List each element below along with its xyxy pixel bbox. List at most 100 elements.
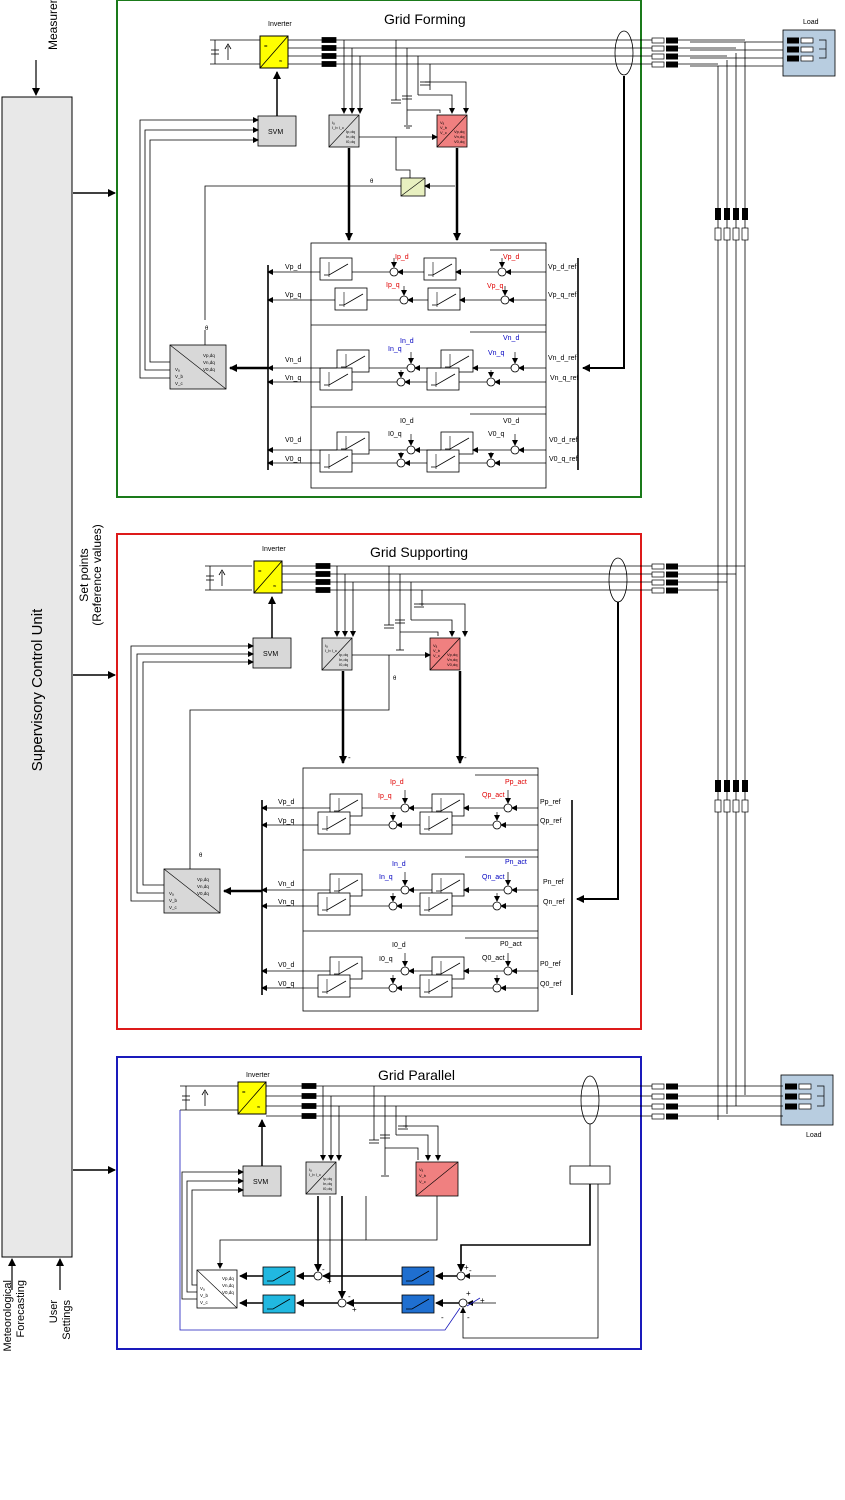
svg-text:Vp_q: Vp_q [278, 818, 294, 825]
svg-text:Vn_q_ref: Vn_q_ref [550, 375, 578, 382]
grid-supporting-panel: Grid Supporting Inverter [116, 533, 745, 1030]
svg-text:V_c: V_c [419, 1179, 426, 1184]
svg-text:P0_ref: P0_ref [540, 961, 561, 968]
svg-text:V0_d: V0_d [278, 962, 294, 969]
svg-text:Pn_act: Pn_act [505, 859, 527, 866]
svg-text:Vn_q: Vn_q [278, 899, 294, 906]
svg-text:V0_d: V0_d [503, 418, 519, 425]
current-sensor-forming [614, 30, 634, 76]
svg-text:SVM: SVM [253, 1179, 268, 1186]
svg-text:SVM: SVM [268, 129, 283, 136]
power-calc-supporting [429, 637, 461, 671]
svg-text:θ: θ [370, 179, 374, 185]
svg-text:V_c: V_c [200, 1300, 209, 1305]
load-bottom: Load [718, 1074, 834, 1139]
svg-text:V0,dq: V0,dq [222, 1290, 234, 1295]
ctrl-blue-2 [401, 1294, 435, 1314]
svg-text:-: - [348, 753, 351, 762]
svg-text:(Reference values): (Reference values) [90, 524, 104, 625]
ctrl-cyan-1 [262, 1266, 296, 1286]
svg-text:Vp_q_ref: Vp_q_ref [548, 292, 576, 299]
svg-text:+: + [466, 1289, 471, 1298]
svg-text:-: - [464, 753, 467, 762]
inverse-transform-parallel: Vp,dq Vn,dq V0,dq Vₐ V_b V_c [196, 1269, 238, 1309]
bus-breakers-middle [714, 780, 749, 813]
svm-supporting: SVM [252, 637, 292, 669]
svg-text:Vn_d_ref: Vn_d_ref [548, 355, 576, 362]
svg-text:-: - [441, 1313, 444, 1322]
forming-measure-taps [341, 40, 469, 129]
svg-text:Vp_q: Vp_q [487, 283, 503, 290]
svg-text:Vn_d: Vn_d [278, 881, 294, 888]
svg-text:V0_d: V0_d [285, 437, 301, 444]
svg-text:V0_q: V0_q [285, 456, 301, 463]
grid-forming-title: Grid Forming [384, 11, 466, 27]
current-transform-parallel [305, 1161, 337, 1195]
svg-text:Vₐ: Vₐ [419, 1167, 424, 1172]
svg-text:θ: θ [199, 853, 203, 859]
svg-text:V_b: V_b [200, 1293, 209, 1298]
parallel-signs: + - + + - - - + - + [322, 1263, 485, 1322]
ctrl-cyan-2 [262, 1294, 296, 1314]
svg-text:Inverter: Inverter [268, 21, 292, 28]
power-measure-parallel [569, 1165, 611, 1185]
svm-parallel: SVM [242, 1165, 282, 1197]
forming-labels: Vp_d Vp_q Vn_d Vn_q V0_d V0_q Vp_d_ref V… [285, 254, 578, 463]
svg-text:I0_d: I0_d [400, 418, 414, 425]
supporting-labels: Vp_d Vp_q Vn_d Vn_q V0_d V0_q Pp_ref Qp_… [278, 779, 564, 988]
svg-text:Vp,dq: Vp,dq [222, 1276, 234, 1281]
svg-text:Vₐ: Vₐ [200, 1286, 205, 1291]
svg-text:Pn_ref: Pn_ref [543, 879, 564, 886]
svg-text:Inverter: Inverter [262, 546, 286, 553]
measurements-label: Measurements [46, 0, 60, 50]
svg-text:Vn,dq: Vn,dq [222, 1283, 234, 1288]
svg-text:Ip_q: Ip_q [386, 282, 400, 289]
svg-text:V_b: V_b [419, 1173, 427, 1178]
forming-output-lines [288, 37, 655, 67]
svg-text:θ: θ [393, 676, 397, 682]
grid-parallel-title: Grid Parallel [378, 1067, 455, 1083]
setpoints-label: Set points (Reference values) [77, 524, 104, 625]
svg-text:In_d: In_d [400, 338, 414, 345]
inverter-forming-icon [259, 35, 289, 69]
svg-text:-: - [469, 1266, 472, 1275]
svg-text:Qp_act: Qp_act [482, 792, 505, 799]
supervisory-title: Supervisory Control Unit [29, 608, 46, 771]
svg-text:Qn_ref: Qn_ref [543, 899, 564, 906]
supervisory-control-unit: Supervisory Control Unit [1, 96, 73, 1258]
svg-text:+: + [352, 1305, 357, 1314]
svg-text:Ip_q: Ip_q [378, 793, 392, 800]
svg-text:+: + [464, 1263, 469, 1272]
inverter-supporting-icon [253, 560, 283, 594]
svg-text:In_q: In_q [379, 874, 393, 881]
svg-text:Qp_ref: Qp_ref [540, 818, 561, 825]
measurements-input: Measurements [32, 0, 60, 96]
grid-supporting-title: Grid Supporting [370, 544, 468, 560]
inverter-parallel-icon [237, 1081, 267, 1115]
voltage-transform-forming [436, 114, 468, 148]
svg-text:Forecasting: Forecasting [15, 1280, 27, 1337]
svg-text:I0_d: I0_d [392, 942, 406, 949]
pll-forming: θ θ [204, 134, 455, 332]
grid-forming-panel: Grid Forming Inverter [116, 0, 745, 498]
forming-breakers-out [651, 37, 745, 68]
svg-text:SVM: SVM [263, 651, 278, 658]
svg-text:V0_q: V0_q [278, 981, 294, 988]
meteo-forecast-input: Meteorological Forecasting [2, 1258, 27, 1352]
svg-text:-: - [322, 1265, 325, 1274]
inverse-transform-forming [169, 344, 227, 390]
svg-text:Vn_q: Vn_q [488, 350, 504, 357]
bus-breakers-top [714, 208, 749, 241]
svg-text:Vp_d: Vp_d [278, 799, 294, 806]
svg-text:V0_q: V0_q [488, 431, 504, 438]
svm-forming: SVM [257, 115, 297, 147]
inverse-transform-supporting [163, 868, 221, 914]
svg-text:I0_q: I0_q [379, 956, 393, 963]
load-bottom-label: Load [806, 1132, 822, 1139]
svg-text:Ip_d: Ip_d [390, 779, 404, 786]
ctrl-blue-1 [401, 1266, 435, 1286]
svg-text:V0_d_ref: V0_d_ref [549, 437, 577, 444]
svg-text:Q0_act: Q0_act [482, 955, 505, 962]
user-settings-input: User Settings [48, 1258, 73, 1340]
